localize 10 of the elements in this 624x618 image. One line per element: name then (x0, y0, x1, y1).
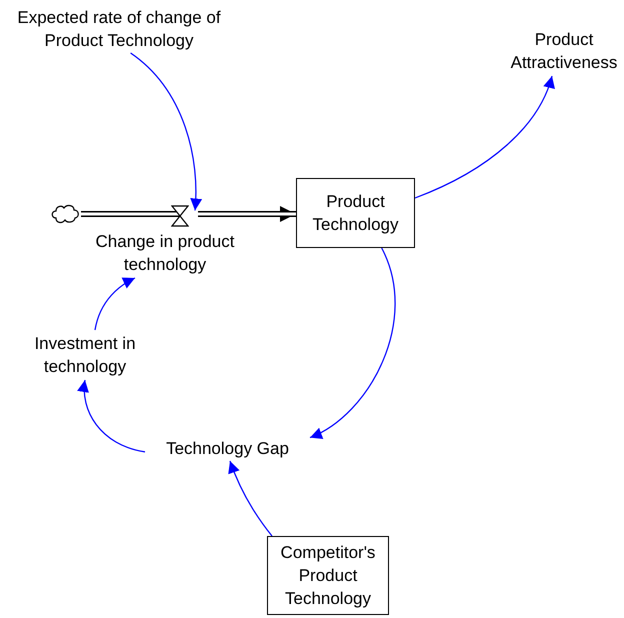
variable-label: Product Attractiveness (506, 26, 622, 76)
cloud-symbol (50, 203, 81, 225)
variable-label: Expected rate of change of Product Technology (3, 5, 235, 53)
stock-box (267, 536, 389, 615)
stock-box (296, 178, 415, 248)
stock-label: Product Technology (311, 191, 400, 236)
stock-label: Competitor's Product Technology (280, 542, 376, 610)
variable-label: Technology Gap (145, 435, 310, 461)
flow-label: Change in product technology (95, 231, 235, 276)
variable-label: Investment in technology (15, 330, 155, 380)
